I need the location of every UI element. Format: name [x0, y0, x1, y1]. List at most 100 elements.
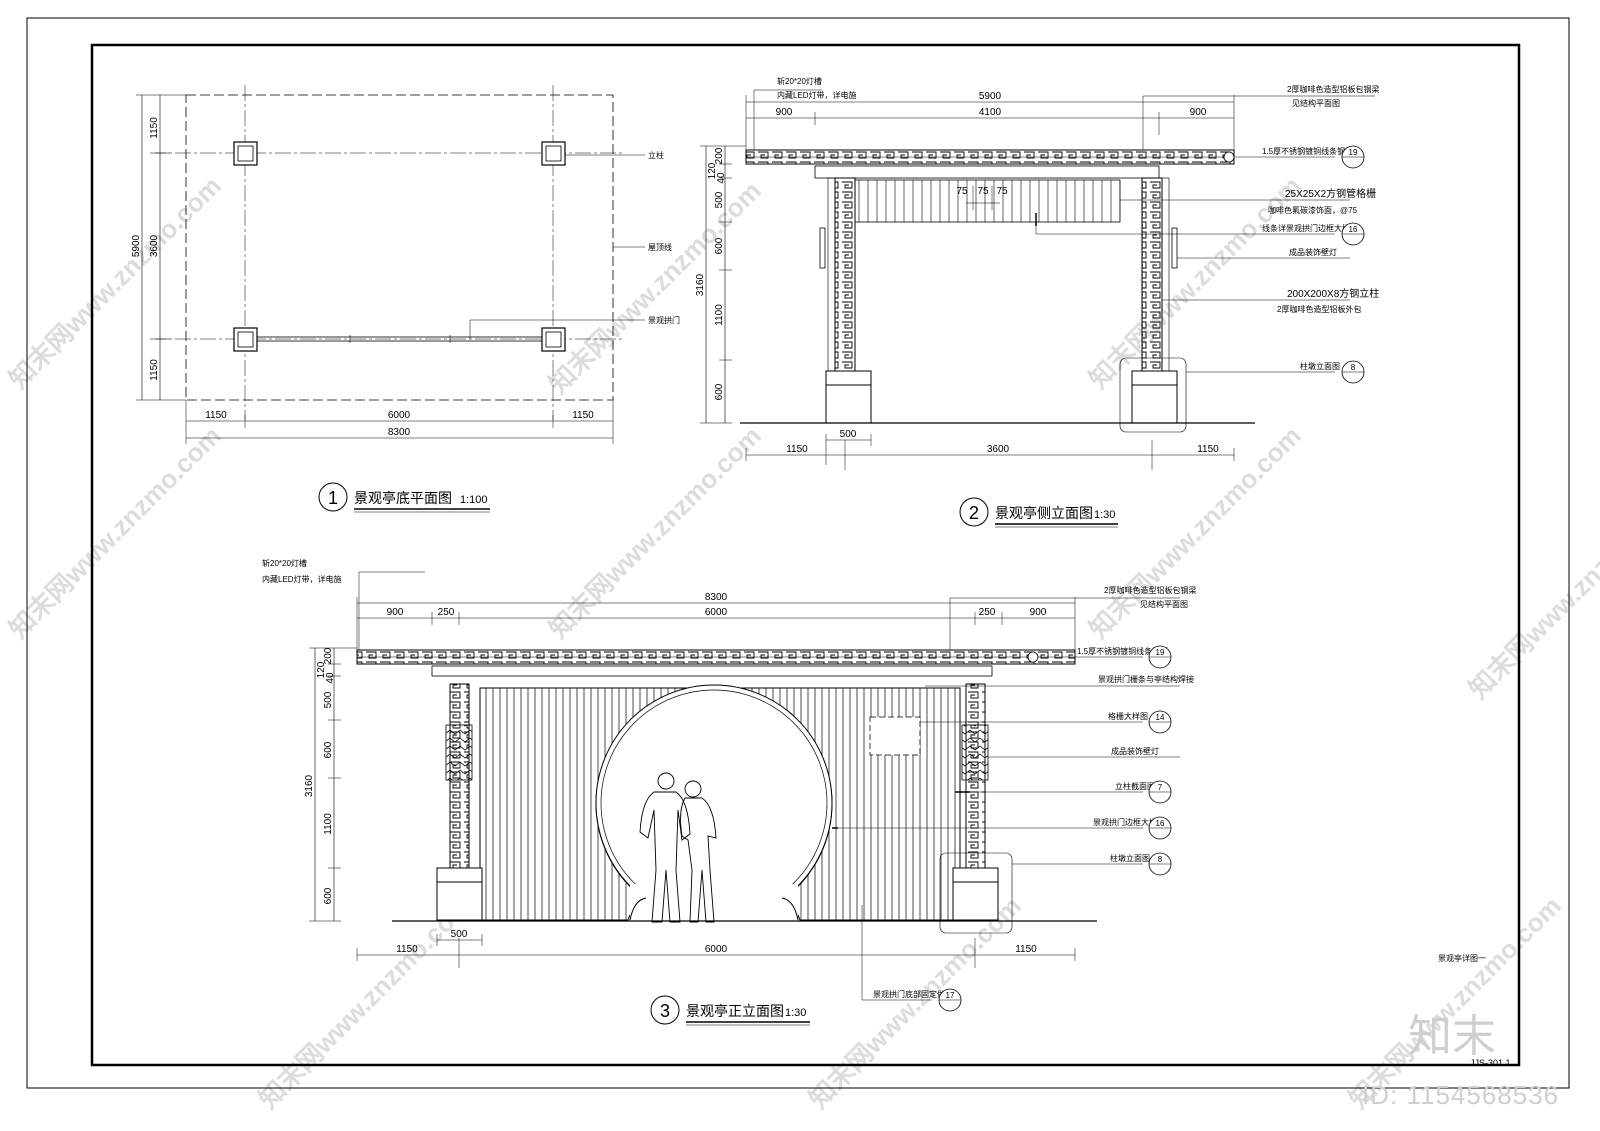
left-column: [834, 177, 856, 372]
watermark-text: 知末网www.znzmo.com: [1463, 480, 1600, 704]
column-base: [436, 867, 483, 883]
drawing-number: 2: [969, 503, 979, 523]
note-text: 柱墩立面图: [1110, 853, 1150, 863]
dim-text: 600: [323, 741, 334, 758]
plan-door-grille: [256, 336, 543, 342]
dim-text: 1150: [205, 410, 227, 421]
note-text: 见结构平面图: [1292, 98, 1340, 108]
dim-text: 5900: [979, 91, 1002, 102]
outer-border: [26, 17, 1570, 1089]
drawing-scale: 1:100: [460, 494, 488, 506]
dim-text: 1100: [323, 813, 334, 835]
watermark-text: 知末网www.znzmo.com: [803, 890, 1027, 1114]
plan-column: [541, 141, 566, 166]
column-base: [952, 867, 999, 883]
note-text: 咖啡色氟碳漆饰面，@75: [1268, 205, 1358, 215]
dim-text: 200: [714, 147, 725, 164]
dim-text: 1150: [396, 944, 418, 955]
drawing-number: 1: [328, 488, 338, 508]
dim-text: 1150: [786, 444, 808, 455]
note-text: 景观拱门栅条与亭结构焊接: [1098, 674, 1194, 684]
dim-text: 900: [776, 107, 793, 118]
note-text: 见结构平面图: [1140, 599, 1188, 609]
dim-text: 600: [323, 887, 334, 904]
detail-tag: 8: [1158, 855, 1163, 864]
plan-column: [541, 327, 566, 352]
detail-tag: 16: [1349, 225, 1358, 234]
people-figure-icon: [639, 772, 717, 923]
dim-text: 3600: [987, 444, 1010, 455]
note-text: 景观拱门底部固定做法: [873, 989, 953, 999]
note-text: 格栅大样图: [1108, 711, 1148, 721]
note-text: 景观拱门边框大样图: [1093, 817, 1165, 827]
detail-tag: 17: [946, 991, 955, 1000]
dim-text: 120: [316, 661, 327, 678]
detail-tag: 7: [1158, 783, 1163, 792]
note-text: 2厚咖啡色造型铝板包钢梁: [1104, 585, 1196, 595]
label-door: 景观拱门: [648, 315, 680, 325]
dim-text: 250: [438, 607, 455, 618]
note-text: 立柱截面图: [1115, 781, 1155, 791]
dim-text: 600: [714, 237, 725, 254]
dim-text: 500: [714, 191, 725, 208]
dim-text: 6000: [705, 607, 728, 618]
column-base: [1131, 370, 1178, 386]
note-text: 线条详景观拱门边框大样图: [1262, 223, 1358, 233]
dim-text: 500: [840, 429, 857, 440]
front-elevation-drawing: 8300 900 250 6000 250 900 200 120 40 500…: [262, 558, 1196, 1026]
note-text: 成品装饰壁灯: [1111, 746, 1159, 756]
grille: [854, 179, 1121, 223]
note-text: 1.5厚不锈钢镀铜线条钢板: [1077, 646, 1168, 656]
id-watermark: ID: 1154568536: [1362, 1080, 1560, 1110]
dim-text: 200: [323, 647, 334, 664]
note-text: 内藏LED灯带，详电施: [777, 90, 857, 100]
detail-tag: 19: [1156, 648, 1165, 657]
drawing-title: 景观亭正立面图: [686, 1003, 784, 1019]
detail-tag: 14: [1156, 713, 1165, 722]
sheet-number: JJS-301.1: [1470, 1058, 1511, 1068]
drawing-number: 3: [660, 1001, 670, 1021]
detail-tag: 16: [1156, 819, 1165, 828]
dim-text: 75: [977, 186, 989, 197]
watermark-text: 知末网www.znzmo.com: [1083, 420, 1307, 644]
dim-text: 40: [325, 672, 336, 684]
watermark-text: 知末网www.znzmo.com: [543, 175, 767, 399]
right-column: [1141, 177, 1163, 372]
wall-lamp-icon: [445, 724, 473, 781]
watermark-text: 知末网www.znzmo.com: [3, 170, 227, 394]
dim-text: 8300: [388, 427, 411, 438]
dim-text: 5900: [131, 234, 142, 257]
dim-text: 250: [979, 607, 996, 618]
drawing-scale: 1:30: [1094, 509, 1115, 521]
wall-lamp-icon: [961, 724, 989, 781]
note-text: 内藏LED灯带，详电施: [262, 574, 342, 584]
dim-text: 1100: [714, 304, 725, 326]
watermark-text: 知末网www.znzmo.com: [253, 890, 477, 1114]
column-base: [825, 370, 872, 386]
inner-border: [90, 43, 1521, 1067]
side-elevation-drawing: 75 75 75 5900 900 4100 900 200 120 40 50…: [695, 76, 1379, 528]
note-text: 2厚咖啡色造型铝板包钢梁: [1287, 84, 1379, 94]
drawing-scale: 1:30: [785, 1007, 806, 1019]
dim-text: 40: [716, 172, 727, 184]
note-text: 斩20*20灯槽: [262, 558, 307, 568]
note-text: 斩20*20灯槽: [777, 76, 822, 86]
dim-text: 900: [387, 607, 404, 618]
sheet-name: 景观亭详图一: [1438, 954, 1486, 963]
dim-text: 1150: [149, 359, 160, 381]
dim-text: 3160: [695, 273, 706, 296]
dim-text: 8300: [705, 592, 728, 603]
wall-lamp-icon: [819, 227, 826, 269]
roof-outline: [185, 94, 614, 401]
note-text: 1.5厚不锈钢镀铜线条钢板: [1262, 146, 1353, 156]
note-text: 柱墩立面图: [1300, 361, 1340, 371]
dim-text: 1150: [149, 117, 160, 139]
plan-column: [233, 141, 258, 166]
watermark-text: 知末网www.znzmo.com: [3, 420, 227, 644]
dim-text: 1150: [1197, 444, 1219, 455]
dim-text: 500: [323, 691, 334, 708]
plan-column: [233, 327, 258, 352]
label-eave: 屋顶线: [648, 242, 672, 252]
dim-text: 1150: [1015, 944, 1037, 955]
